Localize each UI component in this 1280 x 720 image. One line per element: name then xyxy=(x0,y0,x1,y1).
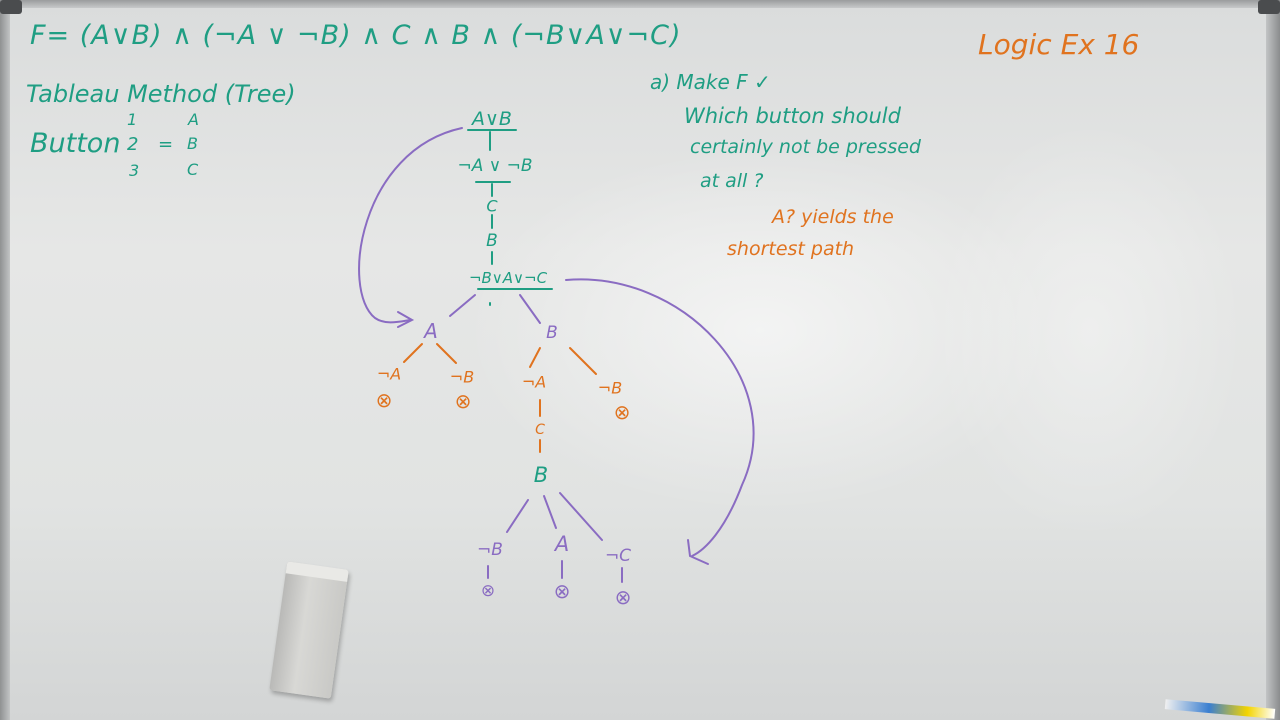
frame-corner-cap-left xyxy=(0,0,22,14)
corner-title: Logic Ex 16 xyxy=(978,28,1140,61)
tree-leaf-1: ¬B xyxy=(477,540,503,560)
closed-branch-icon: ⊗ xyxy=(480,581,496,601)
tree-node-5: ¬B∨A∨¬C xyxy=(468,269,548,287)
closed-branch-icon: ⊗ xyxy=(454,389,472,413)
tree-node-left-branch: A xyxy=(424,319,438,343)
tree-node-rl: ¬A xyxy=(521,372,547,392)
tree-node-3: C xyxy=(486,196,498,216)
button-number-2: 2 xyxy=(127,134,139,155)
question-line-1: Which button should xyxy=(684,104,901,128)
closed-branch-icon: ⊗ xyxy=(375,388,393,412)
frame-corner-cap-right xyxy=(1258,0,1280,14)
whiteboard-frame-right xyxy=(1266,0,1280,720)
tree-node-root: A∨B xyxy=(472,108,512,130)
answer-line-2: shortest path xyxy=(727,238,855,260)
closed-branch-icon: ⊗ xyxy=(614,585,632,609)
answer-line-1: A? yields the xyxy=(772,206,894,228)
button-number-3: 3 xyxy=(129,161,140,180)
question-a: a) Make F ✓ xyxy=(650,70,771,94)
tree-node-rr: ¬B xyxy=(597,378,623,398)
tree-node-rl-c: C xyxy=(535,422,545,438)
button-number-1: 1 xyxy=(127,110,138,129)
formula: F= (A∨B) ∧ (¬A ∨ ¬B) ∧ C ∧ B ∧ (¬B∨A∨¬C) xyxy=(30,20,682,51)
tree-leaf-2: A xyxy=(554,532,570,556)
tree-node-ll: ¬A xyxy=(376,364,402,384)
button-label: Button xyxy=(30,128,121,159)
whiteboard-frame-top xyxy=(0,0,1280,8)
tree-node-2: ¬A ∨ ¬B xyxy=(457,156,533,176)
button-letter-c: C xyxy=(187,160,199,179)
tree-node-lr: ¬B xyxy=(449,367,475,387)
question-line-3: at all ? xyxy=(700,170,764,192)
closed-branch-icon: ⊗ xyxy=(553,579,571,603)
button-letter-b: B xyxy=(187,134,198,153)
tree-node-4: B xyxy=(486,231,498,251)
tree-leaf-3: ¬C xyxy=(604,546,632,566)
question-line-2: certainly not be pressed xyxy=(690,136,921,158)
equals-sign: = xyxy=(158,134,174,155)
method-title: Tableau Method (Tree) xyxy=(26,80,296,108)
tree-node-rl-b: B xyxy=(533,463,549,487)
closed-branch-icon: ⊗ xyxy=(613,400,631,424)
button-letter-a: A xyxy=(188,110,199,129)
whiteboard-frame-left xyxy=(0,0,10,720)
tree-node-right-branch: B xyxy=(546,323,558,343)
